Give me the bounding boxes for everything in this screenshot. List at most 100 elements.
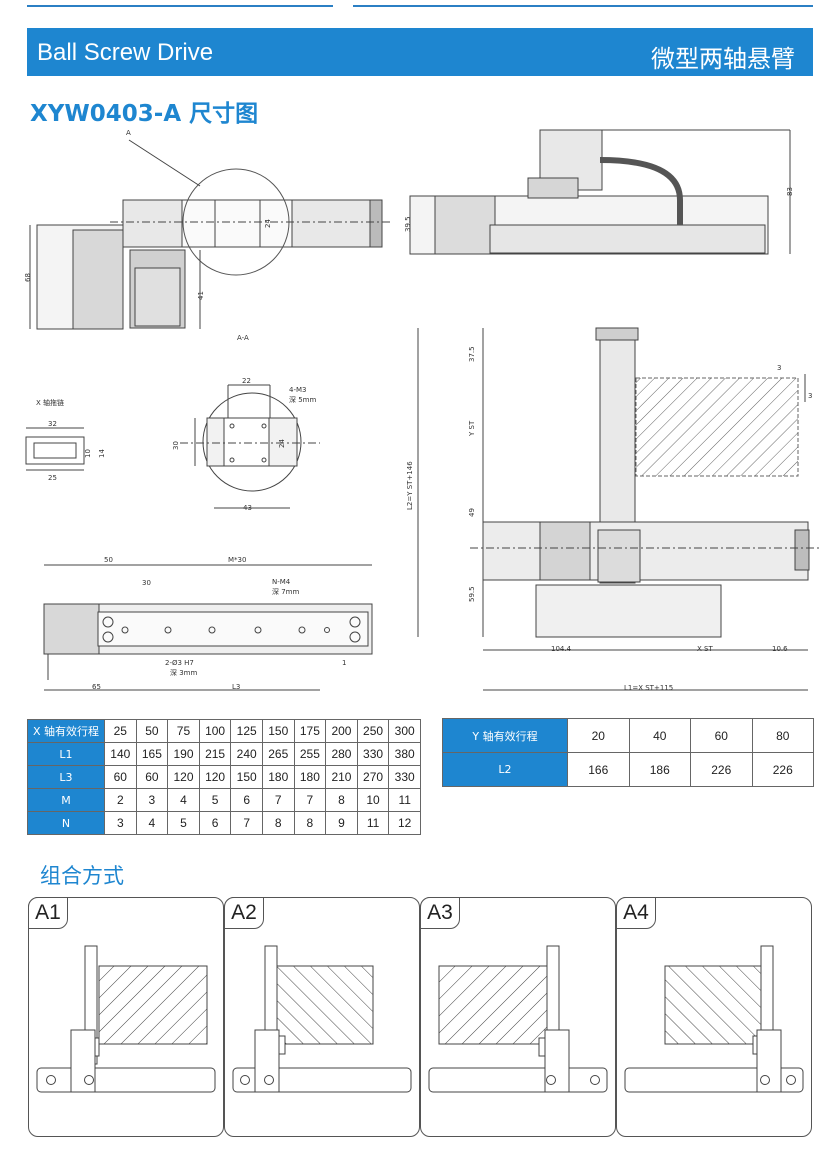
dim-1: 1 [342,659,347,667]
dim-n-m4-depth: 深 7mm [272,588,300,596]
table-cell: 60 [690,718,753,753]
table-cell: 200 [325,719,358,743]
dim-m30: M*30 [228,556,247,564]
dim-32: 32 [48,420,57,428]
dim-43: 43 [243,504,252,512]
table-cell: 226 [751,752,814,787]
table-cell: 5 [167,811,200,835]
dim-l2: L2=Y ST+146 [406,461,414,510]
dim-2-h7: 2-Ø3 H7 [165,659,194,667]
table-row: X 轴有效行程 25 50 75 100 125 150 175 200 250… [27,719,421,743]
table-cell: 75 [167,719,200,743]
table-row: M 2 3 4 5 6 7 7 8 10 11 [27,788,421,812]
table-cell: 6 [198,811,232,835]
combo-a4: A4 [616,897,812,1137]
dim-83: 83 [786,187,794,196]
model-title: XYW0403-A 尺寸图 [30,101,259,127]
table-cell: 60 [104,765,137,789]
dim-10: 10 [84,449,92,458]
table-cell: 8 [325,788,358,812]
combo-a1-diagram [36,945,216,1093]
table-cell: 270 [356,765,390,789]
table-cell: 120 [167,765,200,789]
table-cell: 9 [325,811,358,835]
table-cell: 190 [167,742,200,766]
table-cell: 11 [356,811,390,835]
combo-tag: A2 [224,897,264,929]
section-banner: Ball Screw Drive 微型两轴悬臂 [27,28,813,76]
table-cell: 4 [167,788,200,812]
section-view-label: A-A [237,334,249,342]
table-cell: 3 [135,788,169,812]
dim-65: 65 [92,683,101,691]
banner-title-cn: 微型两轴悬臂 [651,45,795,73]
table-cell: 5 [198,788,232,812]
table-cell: 210 [325,765,358,789]
dim-30b: 30 [142,579,151,587]
combo-a2-diagram [232,945,412,1093]
table-cell: 7 [261,788,295,812]
row-header: L3 [27,765,105,789]
dim-l1: L1=X ST+115 [624,684,674,692]
top-table-fragment-right [353,0,813,7]
table-cell: 226 [690,752,753,787]
dim-l3: L3 [232,683,241,691]
table-cell: 250 [356,719,390,743]
combo-a3: A3 [420,897,616,1137]
combo-tag: A4 [616,897,656,929]
top-table-fragment-left [27,0,333,7]
dim-49: 49 [468,508,476,517]
table-cell: 8 [261,811,295,835]
section-mark-label: A [126,129,131,137]
dim-37-5: 37.5 [468,346,476,362]
table-cell: 380 [388,742,421,766]
dim-24: 24 [264,219,272,228]
table-cell: 25 [104,719,137,743]
combo-a2: A2 [224,897,420,1137]
dim-n-m4: N-M4 [272,578,291,586]
y-axis-spec-table: Y 轴有效行程 20 40 60 80 L2 166 186 226 226 [442,718,814,787]
table-row: L2 166 186 226 226 [442,752,814,787]
table-row: N 3 4 5 6 7 8 8 9 11 12 [27,811,421,835]
row-header: N [27,811,105,835]
dim-x-st: X ST [697,645,713,653]
table-cell: 80 [751,718,814,753]
table-cell: 2 [104,788,137,812]
banner-title-en: Ball Screw Drive [37,39,214,66]
dim-3a: 3 [777,364,782,372]
table-cell: 166 [567,752,630,787]
combo-a3-diagram [428,945,608,1093]
table-cell: 240 [230,742,263,766]
dim-50: 50 [104,556,113,564]
table-row: L1 140 165 190 215 240 265 255 280 330 3… [27,742,421,766]
table-cell: 11 [388,788,421,812]
technical-drawing [25,129,820,691]
table-cell: 150 [261,719,295,743]
dim-2-h7-depth: 深 3mm [170,669,198,677]
row-header: L2 [442,752,568,787]
table-cell: 60 [135,765,169,789]
dim-3b: 3 [808,392,813,400]
table-cell: 120 [198,765,232,789]
table-cell: 50 [135,719,169,743]
table-cell: 8 [293,811,327,835]
table-cell: 215 [198,742,232,766]
dim-30: 30 [172,441,180,450]
table-cell: 255 [293,742,327,766]
dim-14: 14 [98,449,106,458]
dim-4m3: 4-M3 [289,386,307,394]
combo-a1: A1 [28,897,224,1137]
row-header: L1 [27,742,105,766]
table-cell: 330 [356,742,390,766]
combination-title: 组合方式 [40,864,124,888]
row-header: M [27,788,105,812]
dim-4m3-depth: 深 5mm [289,396,317,404]
table-cell: 140 [104,742,137,766]
table-cell: 7 [293,788,327,812]
table-cell: 100 [198,719,232,743]
row-header: Y 轴有效行程 [442,718,568,753]
table-cell: 300 [388,719,421,743]
table-cell: 4 [135,811,169,835]
table-row: Y 轴有效行程 20 40 60 80 [442,718,814,753]
table-cell: 125 [230,719,263,743]
